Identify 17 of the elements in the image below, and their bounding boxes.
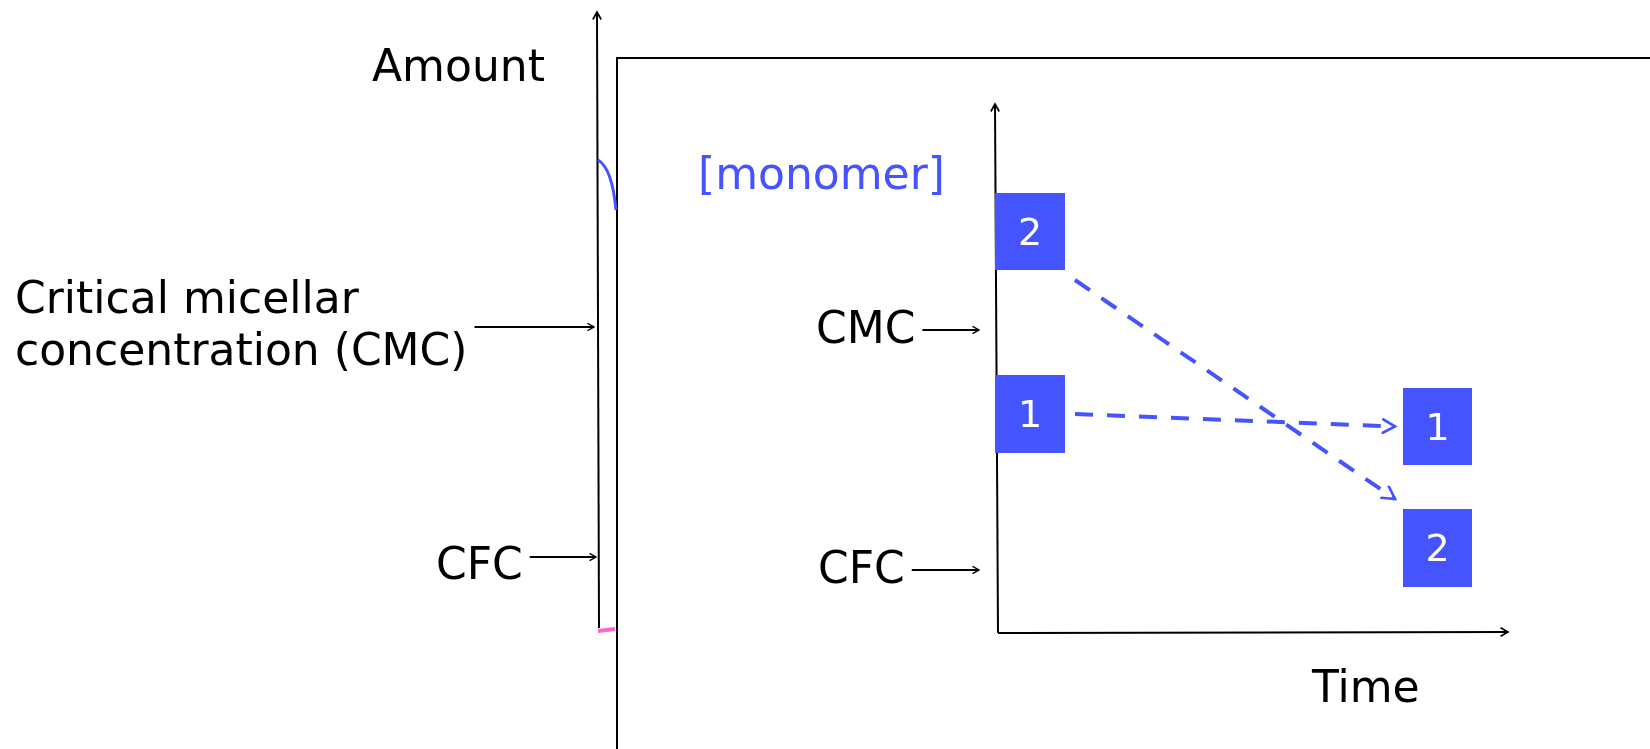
axis-title: Amount — [372, 44, 545, 88]
dashed-arrow — [1074, 412, 1397, 435]
axis-level-label: Critical micellar concentration (CMC) — [15, 272, 515, 376]
axis-title: Time — [1312, 665, 1420, 709]
dashed-arrow — [1073, 278, 1397, 501]
leader-arrow — [910, 566, 980, 574]
axis-level-label: CFC — [818, 542, 911, 594]
leader-arrow — [921, 326, 980, 334]
axis-level-label: CMC — [816, 302, 922, 354]
axis-level-label: CFC — [436, 538, 529, 590]
number-box: 2 — [995, 193, 1065, 270]
number-box: 1 — [995, 375, 1065, 453]
leader-arrow — [473, 323, 595, 331]
axis-title: [monomer] — [698, 152, 945, 196]
leader-arrow — [528, 553, 597, 561]
number-box: 1 — [1403, 388, 1472, 465]
number-box: 2 — [1403, 509, 1472, 587]
